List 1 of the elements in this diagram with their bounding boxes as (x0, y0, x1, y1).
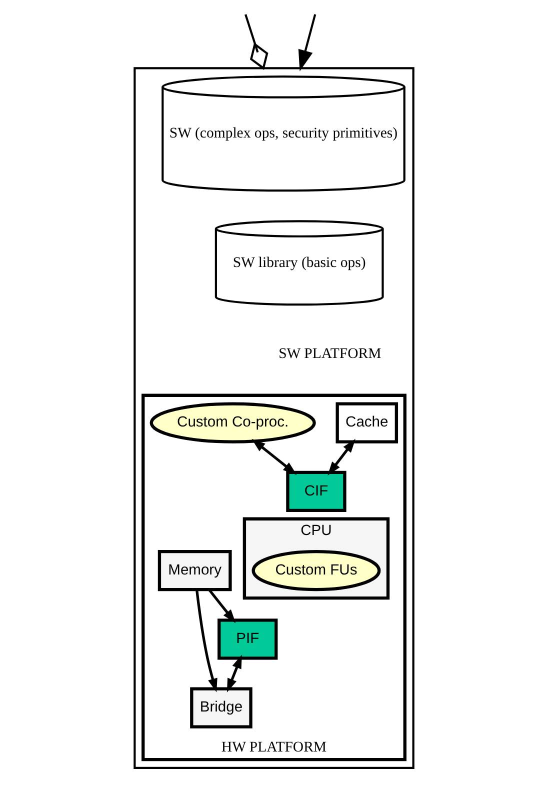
label: SW PLATFORM (278, 346, 381, 362)
